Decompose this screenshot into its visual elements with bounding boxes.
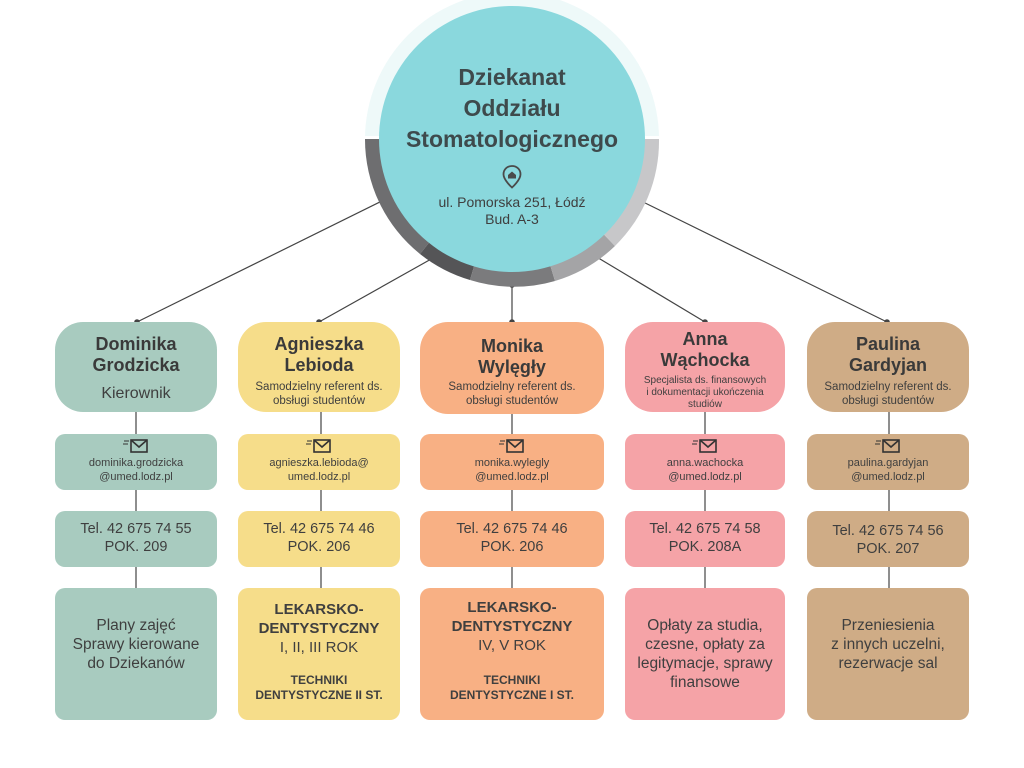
staff-phone: Tel. 42 675 74 46 bbox=[263, 521, 375, 537]
hub-title-line: Dziekanat bbox=[458, 64, 566, 90]
staff-email[interactable]: monika.wylegly @umed.lodz.pl bbox=[474, 457, 550, 483]
staff-name: Agnieszka Lebioda bbox=[274, 334, 364, 375]
connector-hub-card-1 bbox=[136, 197, 389, 323]
staff-duties-card: Przeniesienia z innych uczelni, rezerwac… bbox=[807, 588, 969, 720]
staff-role: Samodzielny referent ds. obsługi student… bbox=[255, 381, 383, 407]
staff-phone-card: Tel. 42 675 74 58 POK. 208A bbox=[625, 511, 785, 567]
connector-hub-card-5 bbox=[636, 198, 888, 323]
staff-duties-sub: TECHNIKI DENTYSTYCZNE I ST. bbox=[449, 673, 574, 702]
staff-name: Dominika Grodzicka bbox=[92, 334, 180, 375]
staff-phone: Tel. 42 675 74 55 bbox=[80, 521, 192, 537]
staff-email[interactable]: paulina.gardyjan @umed.lodz.pl bbox=[847, 457, 929, 483]
staff-phone-card: Tel. 42 675 74 56 POK. 207 bbox=[807, 511, 969, 567]
hub-address: ul. Pomorska 251, Łódź Bud. A-3 bbox=[379, 194, 645, 228]
staff-email[interactable]: dominika.grodzicka @umed.lodz.pl bbox=[88, 457, 184, 483]
staff-name-card: Agnieszka Lebioda Samodzielny referent d… bbox=[238, 322, 400, 412]
staff-email-card: monika.wylegly @umed.lodz.pl bbox=[420, 434, 604, 490]
staff-name: Anna Wąchocka bbox=[660, 329, 750, 370]
hub-address-line: ul. Pomorska 251, Łódź bbox=[438, 194, 586, 210]
staff-email-card: dominika.grodzicka @umed.lodz.pl bbox=[55, 434, 217, 490]
staff-duties-years: IV, V ROK bbox=[478, 637, 546, 654]
staff-name-card: Monika Wylęgły Samodzielny referent ds. … bbox=[420, 322, 604, 414]
envelope-icon bbox=[875, 439, 900, 453]
envelope-icon bbox=[692, 439, 717, 453]
staff-duties-years: I, II, III ROK bbox=[279, 639, 359, 656]
hub-address-line: Bud. A-3 bbox=[485, 211, 539, 227]
staff-duties: Przeniesienia z innych uczelni, rezerwac… bbox=[831, 617, 945, 672]
staff-duties: Plany zajęć Sprawy kierowane do Dziekanó… bbox=[72, 617, 200, 672]
connector-hub-card-2 bbox=[318, 257, 434, 323]
connector-hub-card-4 bbox=[594, 255, 706, 323]
envelope-icon bbox=[499, 439, 524, 453]
staff-room: POK. 206 bbox=[480, 539, 544, 555]
hub-circle: Dziekanat Oddziału Stomatologicznego ul.… bbox=[379, 6, 645, 272]
staff-room: POK. 206 bbox=[287, 539, 351, 555]
staff-role: Samodzielny referent ds. obsługi student… bbox=[448, 381, 576, 407]
staff-name-card: Dominika Grodzicka Kierownik bbox=[55, 322, 217, 412]
staff-email[interactable]: anna.wachocka @umed.lodz.pl bbox=[666, 457, 744, 483]
envelope-icon bbox=[306, 439, 331, 453]
hub-title-line: Oddziału bbox=[463, 95, 561, 121]
staff-phone: Tel. 42 675 74 46 bbox=[456, 521, 568, 537]
staff-name-card: Paulina Gardyjan Samodzielny referent ds… bbox=[807, 322, 969, 412]
staff-role: Kierownik bbox=[101, 385, 171, 402]
staff-email-card: paulina.gardyjan @umed.lodz.pl bbox=[807, 434, 969, 490]
staff-duties: Opłaty za studia, czesne, opłaty za legi… bbox=[637, 617, 773, 691]
staff-name: Paulina Gardyjan bbox=[848, 334, 928, 375]
staff-email-card: anna.wachocka @umed.lodz.pl bbox=[625, 434, 785, 490]
staff-duties-program: LEKARSKO- DENTYSTYCZNY bbox=[451, 599, 573, 635]
staff-duties-card: Opłaty za studia, czesne, opłaty za legi… bbox=[625, 588, 785, 720]
hub-title: Dziekanat Oddziału Stomatologicznego bbox=[379, 62, 645, 155]
staff-role: Specjalista ds. finansowych i dokumentac… bbox=[643, 375, 767, 410]
staff-room: POK. 207 bbox=[856, 541, 920, 557]
staff-phone-card: Tel. 42 675 74 46 POK. 206 bbox=[238, 511, 400, 567]
staff-room: POK. 208A bbox=[668, 539, 742, 555]
staff-duties-card: LEKARSKO- DENTYSTYCZNY I, II, III ROK TE… bbox=[238, 588, 400, 720]
staff-duties-sub: TECHNIKI DENTYSTYCZNE II ST. bbox=[255, 673, 383, 702]
staff-email-card: agnieszka.lebioda@ umed.lodz.pl bbox=[238, 434, 400, 490]
staff-name: Monika Wylęgły bbox=[478, 336, 546, 377]
staff-duties-card: LEKARSKO- DENTYSTYCZNY IV, V ROK TECHNIK… bbox=[420, 588, 604, 720]
staff-phone-card: Tel. 42 675 74 46 POK. 206 bbox=[420, 511, 604, 567]
staff-phone: Tel. 42 675 74 56 bbox=[832, 523, 944, 539]
staff-room: POK. 209 bbox=[104, 539, 168, 555]
staff-phone: Tel. 42 675 74 58 bbox=[649, 521, 761, 537]
staff-role: Samodzielny referent ds. obsługi student… bbox=[824, 381, 952, 407]
staff-name-card: Anna Wąchocka Specjalista ds. finansowyc… bbox=[625, 322, 785, 412]
staff-email[interactable]: agnieszka.lebioda@ umed.lodz.pl bbox=[269, 457, 369, 483]
location-pin-icon bbox=[502, 165, 522, 189]
staff-phone-card: Tel. 42 675 74 55 POK. 209 bbox=[55, 511, 217, 567]
staff-duties-card: Plany zajęć Sprawy kierowane do Dziekanó… bbox=[55, 588, 217, 720]
staff-duties-program: LEKARSKO- DENTYSTYCZNY bbox=[258, 601, 380, 637]
hub-title-line: Stomatologicznego bbox=[405, 126, 619, 152]
envelope-icon bbox=[123, 439, 148, 453]
